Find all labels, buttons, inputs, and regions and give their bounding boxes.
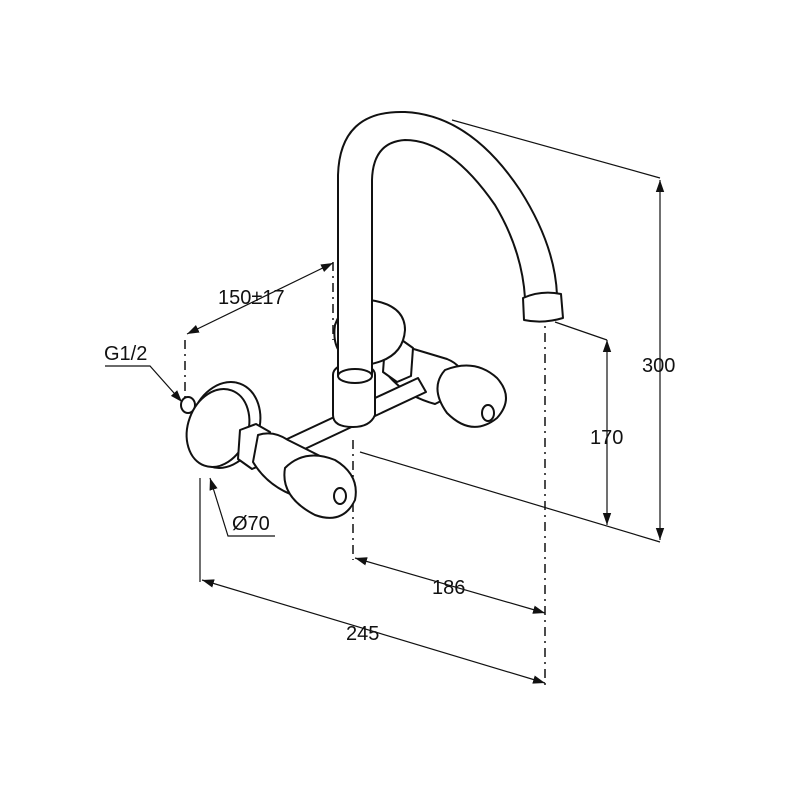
left-handle bbox=[237, 423, 357, 519]
right-handle bbox=[382, 337, 507, 428]
projection-label: 150±17 bbox=[218, 287, 285, 309]
extension-lines bbox=[184, 119, 661, 685]
overall-depth-label: 245 bbox=[346, 623, 379, 645]
dimension-lines bbox=[105, 180, 665, 684]
spout bbox=[337, 110, 558, 376]
overall-height-label: 300 bbox=[642, 355, 675, 377]
aerator bbox=[522, 291, 564, 323]
thread-label: G1/2 bbox=[104, 343, 147, 365]
spout-reach-label: 186 bbox=[432, 577, 465, 599]
flange-diameter-label: Ø70 bbox=[232, 513, 270, 535]
faucet bbox=[180, 110, 564, 519]
outlet-height-label: 170 bbox=[590, 427, 623, 449]
